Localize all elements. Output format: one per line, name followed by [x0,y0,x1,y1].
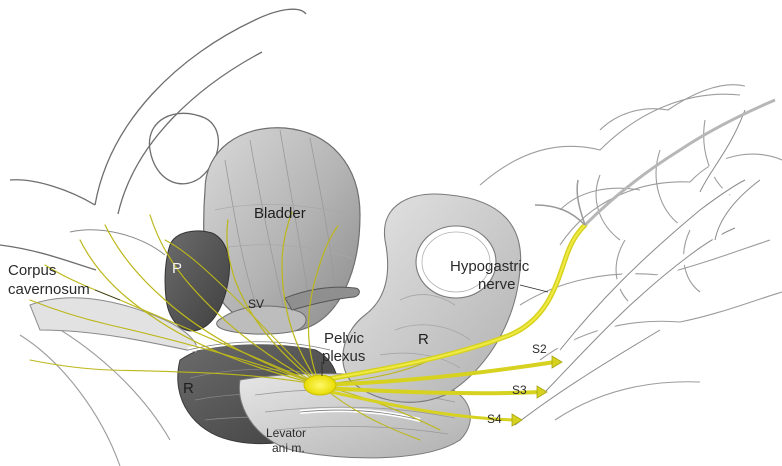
label-bladder: Bladder [254,205,306,222]
sacral-nerve-roots [515,110,760,425]
label-rectum-upper: R [418,331,429,348]
label-hypogastric-nerve-line1: Hypogastric [450,258,530,275]
label-seminal-vesicle: SV [248,297,264,311]
pelvic-plexus-node [304,375,336,395]
label-s2: S2 [532,342,547,356]
label-corpus-cavernosum-line1: Corpus [8,262,56,279]
label-levator-ani-line2: ani m. [272,441,305,455]
label-s4: S4 [487,412,502,426]
label-levator-ani-line1: Levator [266,426,306,440]
label-pelvic-plexus-line2: plexus [322,348,365,365]
label-prostate: P [172,260,182,277]
label-s3: S3 [512,383,527,397]
label-pelvic-plexus-line1: Pelvic [324,330,365,347]
label-corpus-cavernosum-line2: cavernosum [8,281,90,298]
label-rectum-lower: R [183,380,194,397]
label-hypogastric-nerve-line2: nerve [478,276,516,293]
